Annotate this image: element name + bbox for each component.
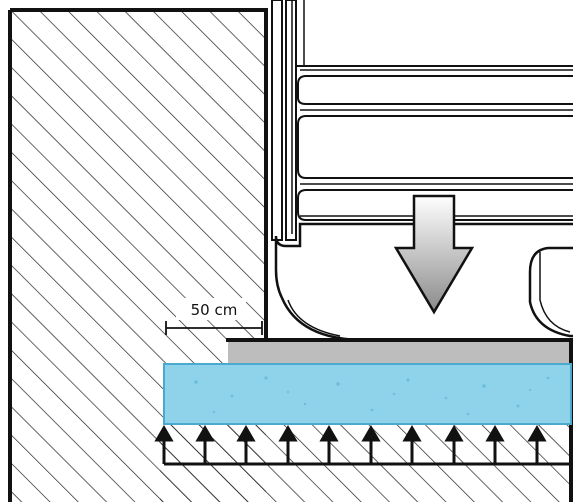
radiator-base-inner [287, 299, 341, 337]
up-arrow-icon [485, 425, 505, 464]
up-arrow-icon [154, 425, 174, 464]
left-wall [10, 10, 266, 502]
up-arrow-icon [361, 425, 381, 464]
up-arrow-icon [278, 425, 298, 464]
dimension-marker: 50 cm [165, 298, 263, 335]
insulation-texture [194, 376, 550, 416]
dimension-label: 50 cm [191, 301, 238, 319]
down-arrow-icon [393, 194, 475, 315]
grey-plate [228, 340, 573, 364]
up-arrow-icon [319, 425, 339, 464]
up-arrow-icon [402, 425, 422, 464]
left-wall-outline [10, 8, 268, 340]
up-arrow-icon [195, 425, 215, 464]
pressure-arrows [154, 425, 571, 466]
radiator-rail [285, 0, 297, 241]
radiator-fin [300, 69, 573, 217]
radiator-fin [296, 65, 573, 221]
up-arrow-icon [444, 425, 464, 464]
up-arrow-icon [527, 425, 547, 464]
radiator-rail [271, 0, 283, 241]
up-arrow-icon [236, 425, 256, 464]
insulation-board [163, 363, 572, 425]
